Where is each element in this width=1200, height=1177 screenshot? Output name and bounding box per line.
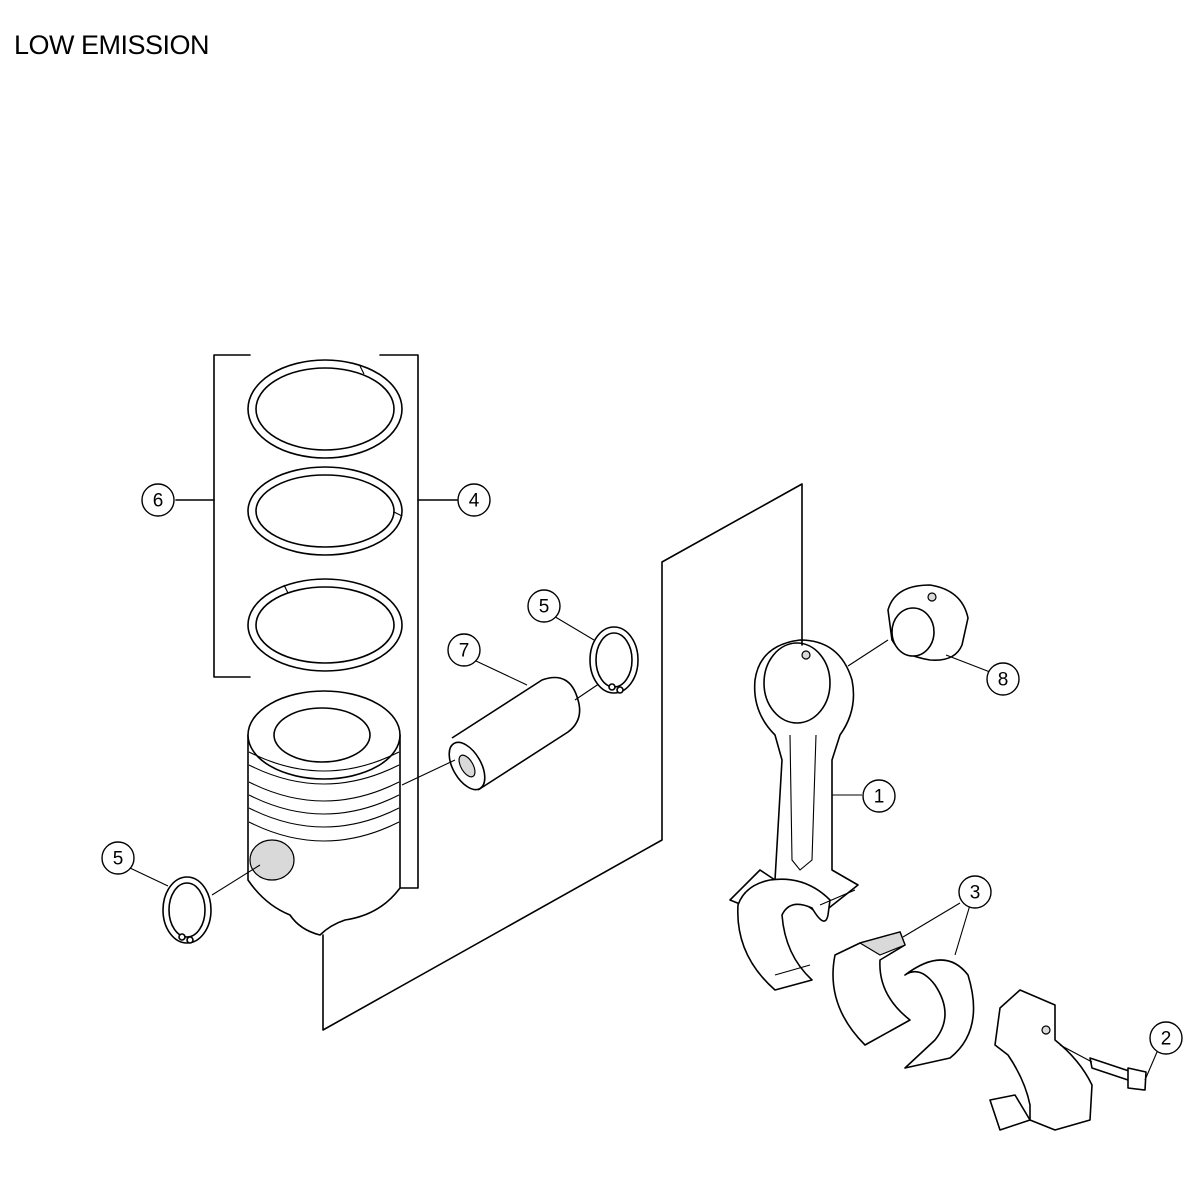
connecting-rod <box>729 639 859 991</box>
leader-lines <box>129 614 991 956</box>
callout-2: 2 <box>1149 1021 1183 1055</box>
svg-text:6: 6 <box>153 491 164 512</box>
piston-pin <box>401 674 613 791</box>
callout-5-upper: 5 <box>527 589 561 623</box>
bearing-shell-lower <box>904 959 975 1069</box>
bearing-shell-upper <box>832 931 911 1046</box>
svg-text:2: 2 <box>1161 1029 1172 1050</box>
callout-3: 3 <box>958 875 992 909</box>
piston-ring-middle <box>247 466 403 556</box>
piston <box>247 690 401 936</box>
piston-ring-bottom <box>247 578 403 672</box>
connecting-rod-cap <box>989 989 1093 1131</box>
svg-text:3: 3 <box>970 883 981 904</box>
svg-text:4: 4 <box>469 491 480 512</box>
bush-bearing <box>847 584 969 667</box>
snap-ring-upper <box>589 626 639 694</box>
callout-1: 1 <box>862 779 896 813</box>
callout-4: 4 <box>457 483 491 517</box>
assembly-path-lines <box>322 483 803 1031</box>
svg-text:5: 5 <box>113 849 124 870</box>
svg-text:1: 1 <box>874 787 885 808</box>
svg-text:7: 7 <box>459 641 470 662</box>
svg-text:8: 8 <box>998 670 1009 691</box>
ring-set-bracket <box>175 354 251 678</box>
assembly-bracket <box>379 354 458 889</box>
piston-ring-top <box>247 359 403 459</box>
callout-7: 7 <box>447 633 481 667</box>
callout-8: 8 <box>986 662 1020 696</box>
callout-6: 6 <box>141 483 175 517</box>
page-title: LOW EMISSION <box>14 30 210 60</box>
callout-5-lower: 5 <box>101 841 135 875</box>
snap-ring-left <box>162 864 261 944</box>
svg-text:5: 5 <box>539 597 550 618</box>
